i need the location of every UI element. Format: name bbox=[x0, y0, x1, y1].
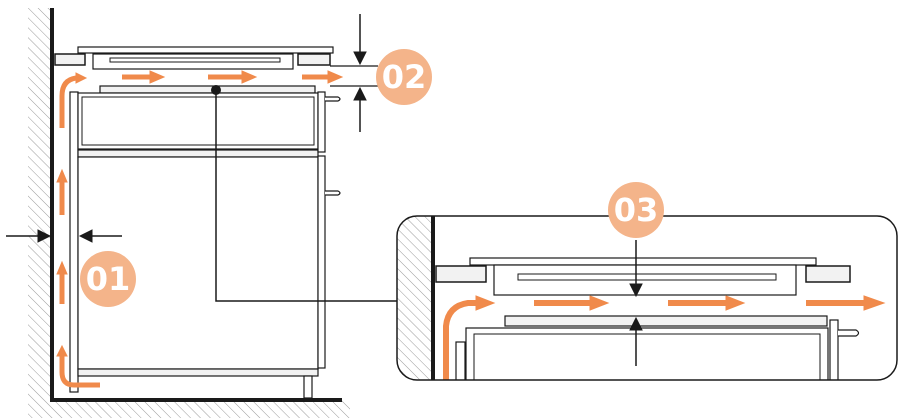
cooktop-vent-slot bbox=[109, 57, 281, 63]
wall-hatching bbox=[28, 8, 52, 400]
dimension-arrow-head bbox=[37, 229, 52, 243]
airflow-arrow-head bbox=[75, 72, 88, 84]
detail-view bbox=[396, 215, 898, 381]
door-upper bbox=[317, 91, 326, 153]
worktop-right bbox=[297, 53, 331, 66]
dimension-detail-gap bbox=[629, 240, 643, 366]
badge-circle bbox=[80, 251, 136, 307]
door-handle-lower bbox=[325, 190, 341, 196]
badge-circle bbox=[376, 49, 432, 105]
dimension-gap-top bbox=[330, 14, 378, 132]
dimension-arrow-head bbox=[353, 86, 367, 101]
badge-gap-top: 02 bbox=[376, 49, 432, 105]
detail-drawer-inner bbox=[473, 333, 821, 380]
badge-label: 01 bbox=[86, 260, 131, 298]
airflow-bottom-curve bbox=[59, 356, 100, 388]
airflow-arrow-head bbox=[475, 295, 496, 311]
badge-detail: 03 bbox=[608, 182, 664, 238]
detail-wall-hatching bbox=[397, 216, 433, 380]
detail-cabinet-side bbox=[455, 341, 466, 380]
door-lower bbox=[317, 155, 326, 369]
dimension-arrow-head bbox=[78, 229, 93, 243]
badge-label: 02 bbox=[382, 58, 427, 96]
detail-door bbox=[829, 319, 839, 380]
airflow-detail-curve bbox=[443, 300, 478, 380]
cabinet-base-shelf bbox=[77, 368, 319, 377]
detail-top-rail bbox=[504, 315, 828, 327]
airflow-arrow-head bbox=[56, 344, 68, 357]
airflow-arrow-head bbox=[149, 70, 166, 84]
main-installation-view bbox=[6, 8, 400, 418]
dimension-arrow-head bbox=[353, 51, 367, 66]
airflow-detail bbox=[443, 295, 886, 380]
dimension-gap-wall bbox=[6, 229, 122, 243]
airflow-arrow-head bbox=[589, 295, 610, 311]
drawer-inner bbox=[81, 96, 315, 146]
airflow-arrow-head bbox=[56, 168, 68, 183]
plinth bbox=[303, 375, 313, 399]
worktop-left bbox=[54, 53, 86, 66]
badge-label: 03 bbox=[614, 191, 659, 229]
floor-hatching bbox=[28, 400, 350, 418]
detail-door-handle bbox=[838, 329, 860, 337]
airflow-arrow-head bbox=[327, 70, 344, 84]
badge-gap-wall: 01 bbox=[80, 251, 136, 307]
detail-worktop-right bbox=[805, 265, 851, 283]
cooktop-glass bbox=[77, 46, 334, 54]
door-handle-upper bbox=[325, 96, 341, 102]
airflow-arrow-head bbox=[241, 70, 258, 84]
wall-floor-line bbox=[50, 8, 342, 402]
drawer-bottom-shelf bbox=[77, 149, 319, 158]
airflow-arrow-head bbox=[863, 295, 886, 311]
detail-worktop-left bbox=[435, 265, 487, 283]
dimension-arrow-head bbox=[629, 316, 643, 331]
cabinet-top-rail bbox=[99, 85, 316, 94]
cabinet-side-panel bbox=[69, 91, 79, 393]
airflow-main bbox=[56, 70, 344, 388]
airflow-arrow-head bbox=[725, 295, 746, 311]
airflow-arrow-head bbox=[56, 260, 68, 275]
dimension-arrow-head bbox=[629, 283, 643, 298]
detail-cooktop-vent-slot bbox=[517, 273, 777, 281]
detail-leader-line bbox=[215, 90, 400, 302]
detail-cooktop-glass bbox=[469, 257, 817, 266]
airflow-top-curve bbox=[59, 75, 77, 128]
badge-circle bbox=[608, 182, 664, 238]
